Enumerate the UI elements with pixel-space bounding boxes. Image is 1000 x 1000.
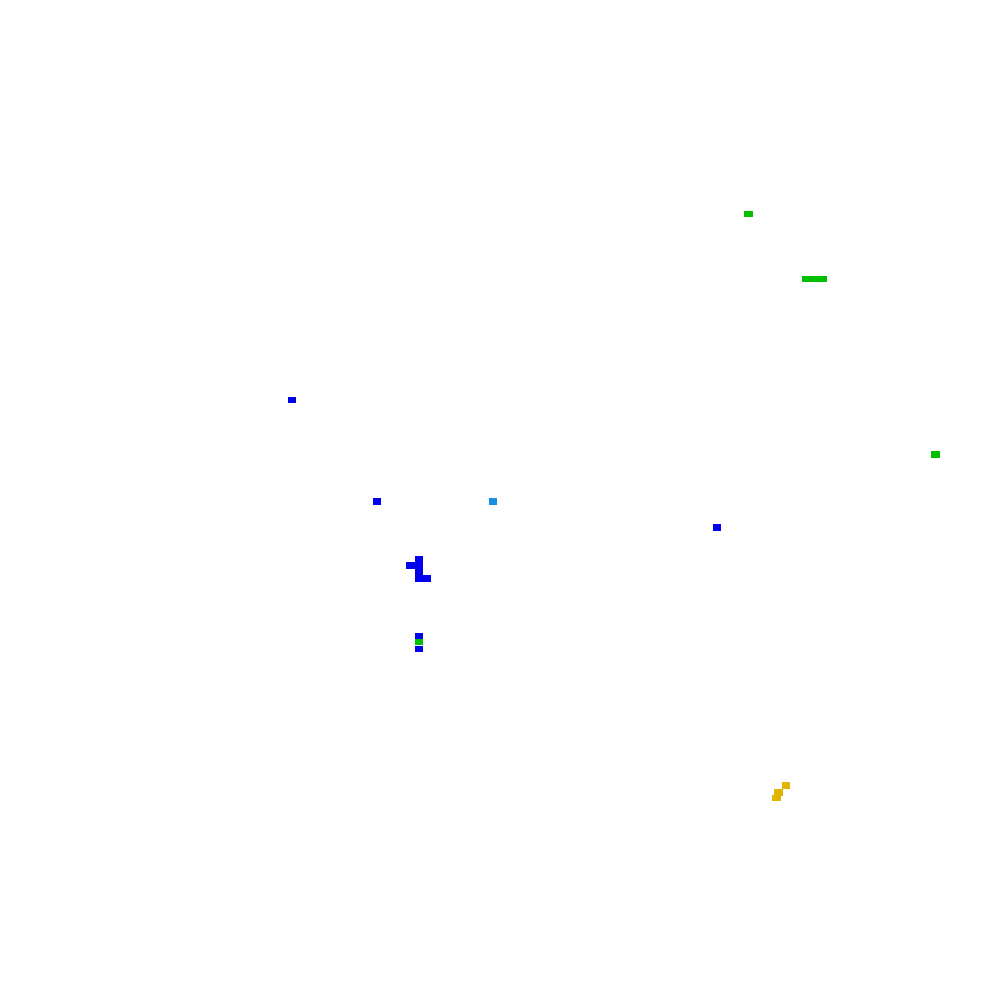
blue-mark	[713, 524, 721, 531]
gold-mark	[772, 795, 781, 801]
gold-mark	[774, 789, 783, 796]
stacked-mark-middle	[415, 639, 423, 645]
blue-l-shape-mark	[415, 556, 423, 582]
blue-l-shape-mark	[415, 575, 431, 582]
light-blue-mark	[489, 498, 497, 505]
green-mark	[931, 451, 940, 458]
blue-mark	[373, 498, 381, 505]
gold-mark	[782, 782, 790, 789]
stacked-mark-top	[415, 633, 423, 639]
stacked-mark-bottom	[415, 646, 423, 652]
blue-l-shape-mark	[406, 562, 416, 569]
green-bar-mark	[802, 276, 827, 282]
blue-mark	[288, 397, 296, 403]
green-mark	[744, 211, 753, 217]
